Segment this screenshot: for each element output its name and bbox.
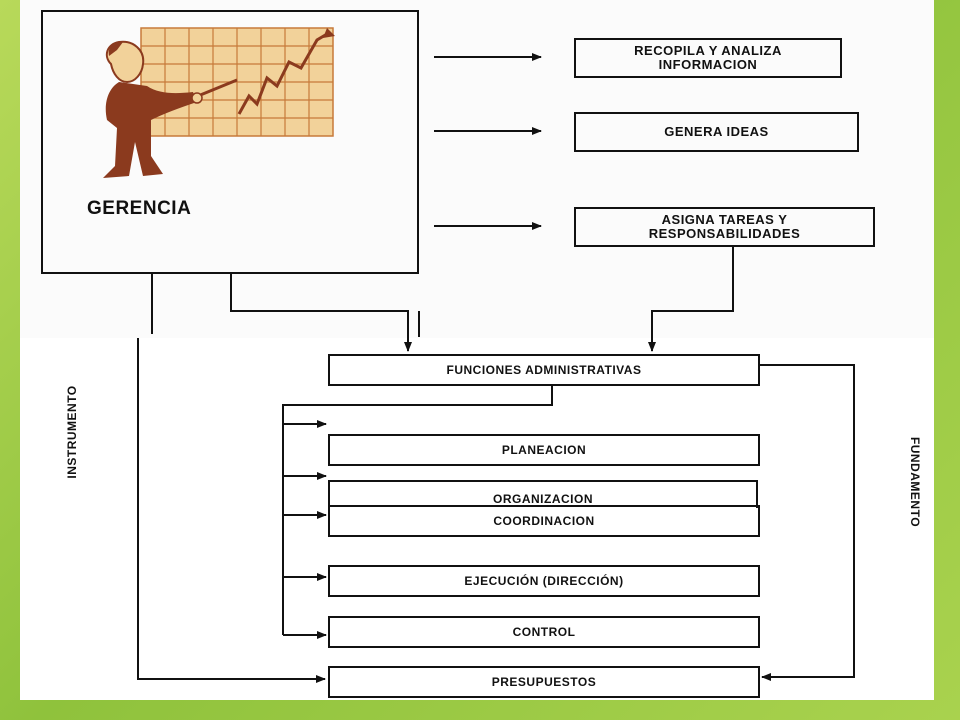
foundation-line	[760, 364, 855, 681]
manager-figure-icon	[103, 40, 238, 178]
instrument-to-budget	[137, 338, 326, 683]
function-control-label: CONTROL	[512, 625, 576, 639]
function-organization-box: ORGANIZACION	[328, 480, 758, 508]
manager-box: GERENCIA	[41, 10, 419, 274]
functions-title-label: FUNCIONES ADMINISTRATIVAS	[446, 363, 642, 377]
functions-title-box: FUNCIONES ADMINISTRATIVAS	[328, 354, 760, 386]
assign-to-functions	[648, 247, 734, 352]
action-ideas-label: GENERA IDEAS	[664, 124, 769, 139]
manager-to-functions	[230, 274, 412, 352]
action-assign-label: ASIGNA TAREAS Y RESPONSABILIDADES	[648, 212, 801, 241]
function-control-box: CONTROL	[328, 616, 760, 648]
function-execution-box: EJECUCIÓN (DIRECCIÓN)	[328, 565, 760, 597]
functions-branch	[282, 386, 553, 635]
manager-illustration	[103, 27, 335, 178]
budget-label: PRESUPUESTOS	[491, 675, 597, 689]
function-coordination-label: COORDINACION	[493, 514, 595, 528]
function-planning-box: PLANEACION	[328, 434, 760, 466]
manager-label: GERENCIA	[87, 198, 192, 219]
function-execution-label: EJECUCIÓN (DIRECCIÓN)	[464, 574, 624, 588]
budget-box: PRESUPUESTOS	[328, 666, 760, 698]
action-collect-box: RECOPILA Y ANALIZA INFORMACION	[574, 38, 842, 78]
function-organization-label: ORGANIZACION	[493, 492, 593, 506]
action-collect-label: RECOPILA Y ANALIZA INFORMACION	[634, 43, 782, 72]
function-planning-label: PLANEACION	[501, 443, 587, 457]
action-ideas-box: GENERA IDEAS	[574, 112, 859, 152]
function-coordination-box: COORDINACION	[328, 505, 760, 537]
action-assign-box: ASIGNA TAREAS Y RESPONSABILIDADES	[574, 207, 875, 247]
lower-panel	[20, 338, 934, 700]
diagram-canvas	[20, 0, 934, 700]
chart-grid-icon	[140, 27, 335, 137]
